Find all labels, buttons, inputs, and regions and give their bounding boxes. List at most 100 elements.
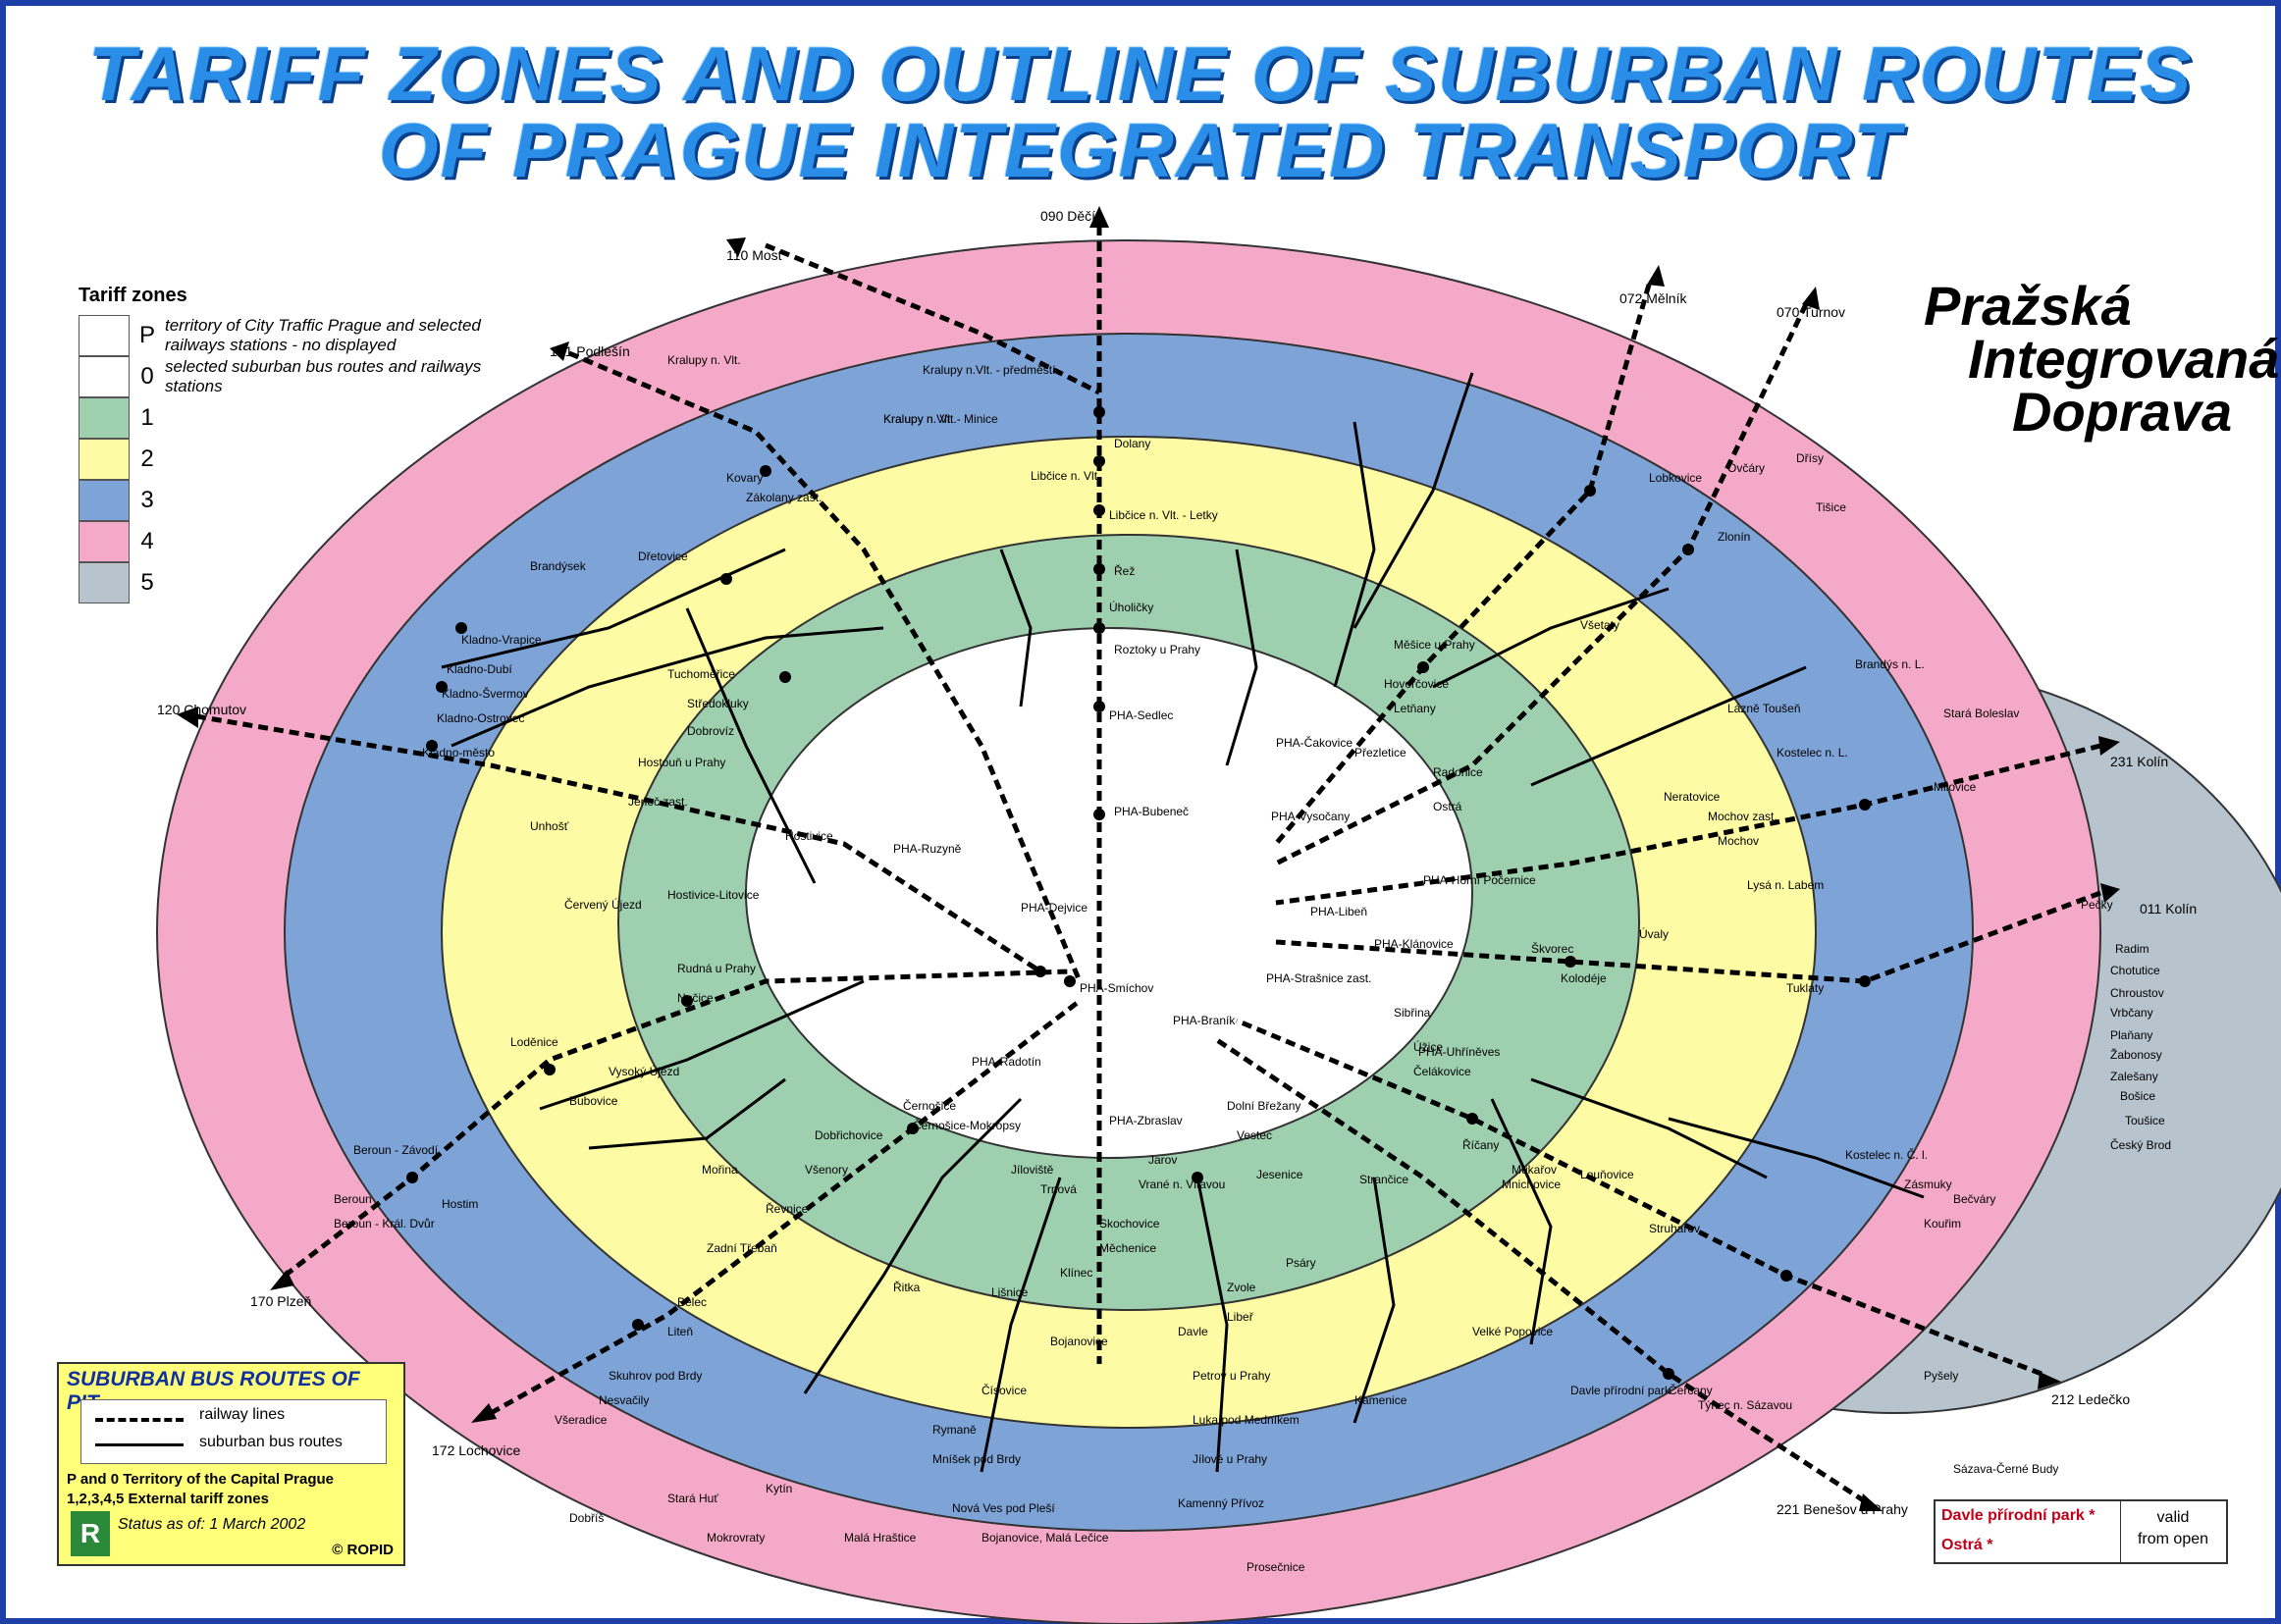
place-label: Radonice [1433, 765, 1483, 779]
place-label: Vrané n. Vltavou [1139, 1178, 1226, 1191]
tariff-zone-row: 2 [79, 439, 530, 480]
place-label: PHA-Uhříněves [1418, 1045, 1501, 1059]
place-label: Zalešany [2110, 1070, 2158, 1083]
place-label: Jarov [1148, 1153, 1178, 1167]
place-label: PHA-Strašnice zast. [1266, 971, 1372, 985]
place-label: Kladno-Ostrovec [437, 711, 525, 725]
place-label: Libčice n. Vlt. - Letky [1109, 508, 1218, 522]
place-label: Pyšely [1924, 1369, 1959, 1383]
place-label: Vestec [1237, 1128, 1273, 1142]
place-label: Mníšek pod Brdy [932, 1452, 1022, 1466]
place-label: Zadní Třebaň [707, 1241, 777, 1255]
place-label: Pečky [2081, 898, 2113, 912]
place-label: Davle přírodní park [1570, 1384, 1671, 1397]
place-label: Dobřichovice [815, 1128, 883, 1142]
place-label: PHA-Klánovice [1374, 937, 1454, 951]
place-label: Letňany [1394, 702, 1436, 715]
place-label: Žabonosy [2110, 1048, 2162, 1062]
legend-heading: Tariff zones [79, 285, 187, 306]
pid-logo: Pražská Integrovaná Doprava [1924, 275, 2279, 443]
place-label: Neratovice [1664, 790, 1721, 804]
place-label: Český Brod [2110, 1138, 2172, 1152]
zone-swatch [79, 480, 130, 521]
place-label: Kladno-Dubí [447, 662, 512, 676]
tariff-zone-row: 0 selected suburban bus routes and railwa… [79, 356, 530, 397]
direction-label: 212 Ledečko [2051, 1391, 2131, 1407]
place-label: PHA-Bubeneč [1114, 805, 1190, 818]
place-label: Strančice [1359, 1173, 1409, 1186]
place-label: Rudná u Prahy [677, 962, 757, 975]
place-label: Psáry [1286, 1256, 1316, 1270]
place-label: Prosečnice [1247, 1560, 1305, 1574]
seasonal-stop-1: Davle přírodní park * [1941, 1507, 2095, 1524]
stations [406, 406, 1871, 1380]
place-label: PHA-Ruzyně [893, 842, 962, 856]
zone-P-center [745, 627, 1473, 1159]
direction-label: 072 Mělník [1619, 290, 1687, 306]
place-label: Čerčany [1669, 1384, 1713, 1397]
place-label: PHA-Sedlec [1109, 708, 1174, 722]
logo-line-1: Pražská [1924, 275, 2132, 337]
place-label: Kostelec n. Č. l. [1845, 1148, 1929, 1162]
zone-description: selected suburban bus routes and railway… [165, 357, 482, 395]
place-label: Struhařov [1649, 1222, 1701, 1235]
zone-description: territory of City Traffic Prague and sel… [165, 316, 481, 354]
tariff-zone-row: 3 [79, 480, 530, 521]
place-label: Jeneč zast. [628, 795, 688, 809]
place-label: Kytín [766, 1482, 793, 1495]
place-label: Unhošť [530, 819, 569, 833]
place-label: Kladno-Švermov [442, 687, 529, 701]
place-label: Říčany [1462, 1138, 1500, 1152]
place-label: Kladno-Vrapice [461, 633, 542, 647]
place-label: PHA-Zbraslav [1109, 1114, 1183, 1127]
place-label: Kralupy n. Vlt. [883, 412, 957, 426]
place-label: Beroun - Závodí [353, 1143, 439, 1157]
zone-code: 0 [140, 363, 154, 390]
logo-line-3: Doprava [2012, 381, 2233, 443]
place-label: Kralupy n. Vlt. [667, 353, 741, 367]
place-label: Řevnice [766, 1202, 809, 1216]
place-label: Vysoký Újezd [609, 1065, 680, 1078]
place-label: Mukařov [1512, 1163, 1558, 1177]
place-label: Libeř [1227, 1310, 1253, 1324]
seasonal-stop-2: Ostrá * [1941, 1537, 1993, 1553]
place-label: Jílové u Prahy [1193, 1452, 1268, 1466]
bus-routes-legend: SUBURBAN BUS ROUTES OF PIT railway lines… [57, 1362, 405, 1566]
place-label: Měšice u Prahy [1394, 638, 1475, 652]
place-label: Nesvačily [599, 1393, 650, 1407]
tariff-zone-row: 5 [79, 562, 530, 603]
place-label: Trnová [1040, 1182, 1077, 1196]
place-label: Mokrovraty [707, 1531, 766, 1545]
place-label: PHA-Horní Počernice [1423, 873, 1536, 887]
place-label: Hostivice [785, 829, 833, 843]
territory-notes: P and 0 Territory of the Capital Prague … [67, 1470, 334, 1509]
place-label: Řež [1114, 564, 1136, 578]
territory-note-2: 1,2,3,4,5 External tariff zones [67, 1491, 269, 1507]
tariff-zone-rings [156, 239, 2281, 1624]
place-label: Kolodéje [1561, 971, 1607, 985]
copyright: © ROPID [332, 1542, 394, 1558]
validity-note: valid from open [2124, 1507, 2222, 1550]
seasonal-stops-box: Davle přírodní park * Ostrá * valid from… [1934, 1499, 2228, 1564]
place-label: PHA-Dejvice [1021, 901, 1088, 915]
place-label: PHA-Čakovice [1276, 736, 1353, 750]
place-label: Tuchoměřice [667, 667, 735, 681]
place-label: Rymaně [932, 1423, 977, 1437]
place-label: Úžice [1413, 1040, 1444, 1054]
place-label: Hostim [442, 1197, 479, 1211]
place-label: Libčice n. Vlt. [1031, 469, 1101, 483]
place-label: Roztoky u Prahy [1114, 643, 1201, 656]
place-label: Stará Boleslav [1943, 707, 2020, 720]
zone-code: 5 [140, 569, 154, 596]
place-label: Ostrá [1433, 800, 1462, 813]
place-label: Dřetovice [638, 550, 688, 563]
place-label: Sázava-Černé Budy [1953, 1462, 2059, 1476]
place-label: Ovčáry [1727, 461, 1766, 475]
place-label: Klínec [1060, 1266, 1093, 1280]
place-label: Všeradice [555, 1413, 608, 1427]
place-label: PHA-Vysočany [1271, 810, 1351, 823]
place-label: Kladno-město [422, 746, 496, 760]
place-label: Hostouň u Prahy [638, 756, 726, 769]
